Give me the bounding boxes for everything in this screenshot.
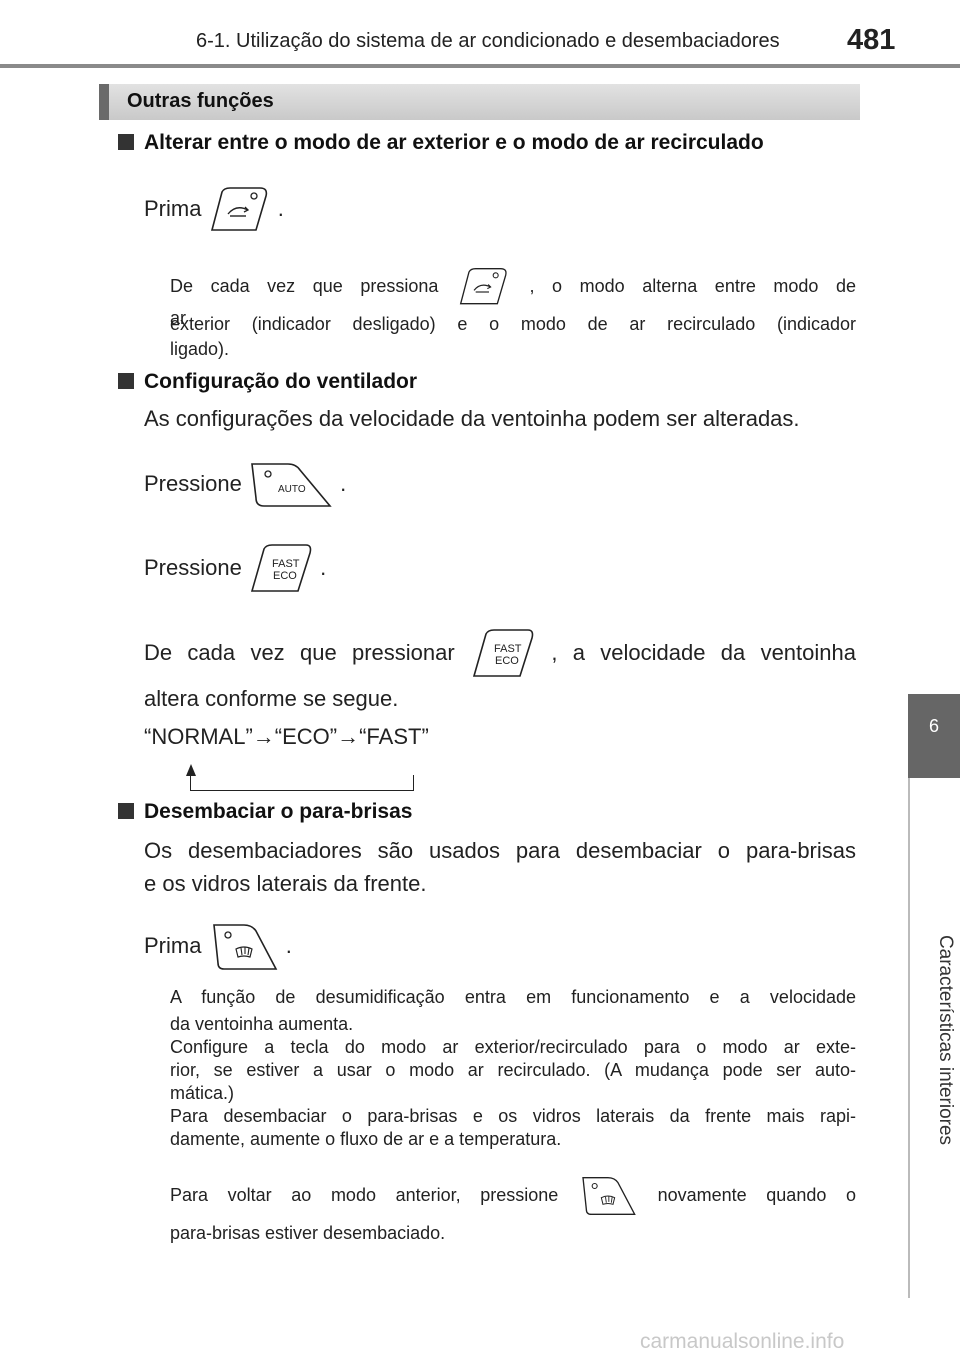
chapter-number: 6 xyxy=(928,716,939,736)
fan-each-text-b: , a velocidade da ventoinha xyxy=(551,639,856,665)
heading-recirculation: Alterar entre o modo de ar exterior e o … xyxy=(118,131,764,155)
defog-note4-line2: para-brisas estiver desembaciado. xyxy=(170,1223,446,1243)
section-bar: Outras funções xyxy=(99,84,860,120)
defog-note3-line2: damente, aumente o fluxo de ar e a tempe… xyxy=(170,1129,562,1149)
bullet-square-icon xyxy=(118,803,134,819)
cycle-return-line xyxy=(190,775,414,791)
chapter-label: Características interiores xyxy=(935,934,956,1146)
defog-note1-line2: da ventoinha aumenta. xyxy=(170,1014,354,1034)
defog-intro-line2: e os vidros laterais da frente. xyxy=(144,871,427,896)
press-text: Pressione xyxy=(144,470,242,496)
windshield-defogger-button-icon xyxy=(578,1174,638,1218)
heading-defog: Desembaciar o para-brisas xyxy=(118,800,412,824)
heading-fan-text: Configuração do ventilador xyxy=(144,370,418,393)
recirculation-button-icon xyxy=(456,267,512,307)
defog-note4-line1: Para voltar ao modo anterior, pressione … xyxy=(170,1174,856,1218)
defog-note4-text-b: novamente quando o xyxy=(657,1184,856,1205)
heading-fan: Configuração do ventilador xyxy=(118,370,417,394)
defog-note2-line3: mática.) xyxy=(170,1083,235,1103)
fast-eco-button-icon: FAST ECO xyxy=(470,628,536,680)
svg-text:AUTO: AUTO xyxy=(278,484,306,495)
prima-text: Prima xyxy=(144,195,202,221)
defog-note4-text-a: Para voltar ao modo anterior, pressione xyxy=(170,1184,559,1205)
fan-speed-cycle: “NORMAL”→“ECO”→“FAST” xyxy=(144,724,429,749)
windshield-defogger-button-icon xyxy=(208,921,280,973)
fan-press-fasteco-line: Pressione FAST ECO . xyxy=(144,543,326,595)
bullet-square-icon xyxy=(118,373,134,389)
defog-note2-line2: rior, se estiver a usar o modo ar recirc… xyxy=(170,1060,856,1080)
period: . xyxy=(340,470,347,496)
page-number: 481 xyxy=(847,24,896,56)
fan-each-press-line1: De cada vez que pressionar FAST ECO , a … xyxy=(144,628,856,680)
defog-prima-line: Prima . xyxy=(144,921,292,973)
press-text: Pressione xyxy=(144,554,242,580)
chapter-tab xyxy=(908,694,960,778)
fast-eco-button-icon: FAST ECO xyxy=(248,543,314,595)
defog-note1-line1: A função de desumidificação entra em fun… xyxy=(170,987,856,1007)
recirc-note-text-a: De cada vez que pressiona xyxy=(170,275,439,296)
defog-note2-line1: Configure a tecla do modo ar exterior/re… xyxy=(170,1037,856,1057)
running-header: 6-1. Utilização do sistema de ar condici… xyxy=(196,30,780,52)
prima-text: Prima xyxy=(144,932,202,958)
defog-note3-line1: Para desembaciar o para-brisas e os vidr… xyxy=(170,1106,856,1126)
recirc-prima-line: Prima . xyxy=(144,186,284,234)
defog-intro-line1: Os desembaciadores são usados para desem… xyxy=(144,838,856,863)
watermark: carmanualsonline.info xyxy=(640,1330,845,1353)
heading-defog-text: Desembaciar o para-brisas xyxy=(144,800,413,823)
recirc-note-line2: exterior (indicador desligado) e o modo … xyxy=(170,314,856,334)
section-title: Outras funções xyxy=(127,90,274,112)
recirc-note-line1: De cada vez que pressiona , o modo alter… xyxy=(170,267,856,330)
bullet-square-icon xyxy=(118,134,134,150)
header-rule xyxy=(0,64,960,68)
auto-button-icon: AUTO xyxy=(248,460,334,510)
fan-press-auto-line: Pressione AUTO . xyxy=(144,460,346,510)
period: . xyxy=(277,195,284,221)
recirc-note-text-b: , o modo alterna entre modo de ar xyxy=(170,275,856,328)
heading-recirculation-text: Alterar entre o modo de ar exterior e o … xyxy=(144,131,764,154)
svg-text:FAST: FAST xyxy=(494,643,522,655)
fan-intro: As configurações da velocidade da ventoi… xyxy=(144,406,800,431)
side-divider xyxy=(908,778,910,1298)
fan-each-text-a: De cada vez que pressionar xyxy=(144,639,455,665)
period: . xyxy=(285,932,292,958)
svg-text:FAST: FAST xyxy=(272,558,300,570)
svg-text:ECO: ECO xyxy=(495,655,519,667)
recirculation-button-icon xyxy=(208,186,272,234)
period: . xyxy=(320,554,327,580)
fan-each-press-line2: altera conforme se segue. xyxy=(144,686,399,711)
cycle-return-arrow-icon xyxy=(186,764,196,776)
recirc-note-line3: ligado). xyxy=(170,339,230,359)
svg-text:ECO: ECO xyxy=(273,570,297,582)
